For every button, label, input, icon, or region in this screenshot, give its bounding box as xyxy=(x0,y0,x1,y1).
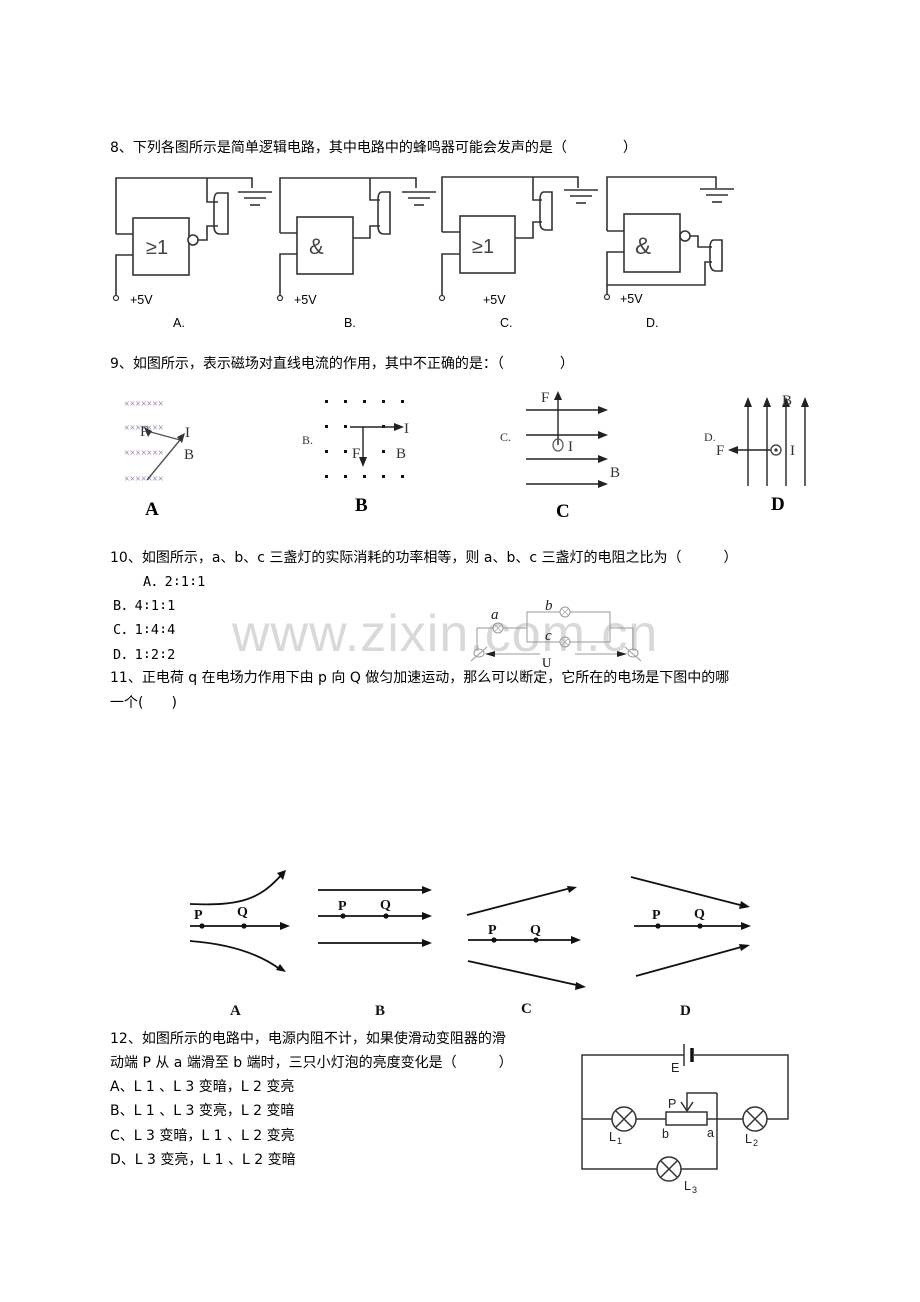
q10-option-a: A．2∶1∶1 xyxy=(143,574,206,590)
q8-b-gate: & xyxy=(309,234,324,259)
q12-rheostat-circuit: E P b a L 1 L 2 L 3 xyxy=(581,1044,789,1195)
q12-option-c: C、L 3 变暗，L 1 、L 2 变亮 xyxy=(110,1128,295,1144)
question-10-stem: 10、如图所示，a、b、c 三盏灯的实际消耗的功率相等，则 a、b、c 三盏灯的… xyxy=(110,550,738,566)
q9-d-field: B xyxy=(782,393,792,409)
q11-c-label: C xyxy=(521,1001,532,1017)
svg-text:×××××××: ××××××× xyxy=(124,474,163,485)
q9-d-prefix: D. xyxy=(704,430,716,444)
q10-lamp-a-label: a xyxy=(491,607,499,623)
q11-a-q: Q xyxy=(237,905,248,920)
svg-text:×××××××: ××××××× xyxy=(124,448,163,459)
q9-a-current: I xyxy=(185,425,190,441)
question-12-stem-line1: 12、如图所示的电路中，电源内阻不计，如果使滑动变阻器的滑 xyxy=(110,1031,506,1047)
q10-option-b: B．4∶1∶1 xyxy=(113,598,176,614)
q12-lamp1-label: L xyxy=(609,1130,616,1144)
q11-a-label: A xyxy=(230,1003,241,1019)
q10-option-c: C．1∶4∶4 xyxy=(113,622,176,638)
q12-lamp1-sub: 1 xyxy=(617,1136,622,1146)
q12-option-b: B、L 1 、L 3 变亮，L 2 变暗 xyxy=(110,1103,295,1119)
q10-lamp-circuit: a b c U xyxy=(470,598,642,670)
q9-c-force: F xyxy=(541,390,549,406)
q12-lamp3-label: L xyxy=(684,1179,691,1193)
q8-d-supply: +5V xyxy=(620,292,643,306)
watermark: www.zixin.com.cn xyxy=(232,605,659,663)
q12-option-a: A、L 1 、L 3 变暗，L 2 变亮 xyxy=(110,1079,295,1095)
q10-option-d: D．1∶2∶2 xyxy=(113,647,176,663)
q11-b-p: P xyxy=(338,899,347,914)
q9-b-current: I xyxy=(404,421,409,437)
question-12-stem-line2: 动端 P 从 a 端滑至 b 端时，三只小灯泡的亮度变化是（ ） xyxy=(110,1055,513,1071)
q9-a-force: F xyxy=(140,424,148,440)
q11-d-p: P xyxy=(652,908,661,923)
q8-a-supply: +5V xyxy=(130,293,153,307)
q8-d-gate: & xyxy=(635,233,651,260)
q9-d-label: D xyxy=(771,494,785,515)
q10-voltage-label: U xyxy=(542,655,552,670)
svg-text:×××××××: ××××××× xyxy=(124,423,163,434)
q10-lamp-c-label: c xyxy=(545,628,552,644)
question-9-stem: 9、如图所示，表示磁场对直线电流的作用，其中不正确的是：（ ） xyxy=(110,356,574,372)
q9-b-field: B xyxy=(396,446,406,462)
q9-d-current: I xyxy=(790,443,795,459)
q11-electric-field-figures: P Q P Q P Q P Q A B C D xyxy=(189,870,751,1019)
q9-b-label: B xyxy=(355,495,368,516)
q11-a-p: P xyxy=(194,908,203,923)
q9-d-force: F xyxy=(716,443,724,459)
q11-b-q: Q xyxy=(380,898,391,913)
q9-c-label: C xyxy=(556,501,570,522)
q9-c-current: I xyxy=(568,439,573,455)
q12-lamp2-sub: 2 xyxy=(753,1138,758,1148)
q9-c-prefix: C. xyxy=(500,430,511,444)
q9-magnetic-force-figures: ××××××× ××××××× ××××××× ××××××× F I B A … xyxy=(124,390,809,522)
q8-c-label: C. xyxy=(500,316,513,330)
q8-b-supply: +5V xyxy=(294,293,317,307)
q12-end-b-label: b xyxy=(662,1127,669,1141)
q8-a-label: A. xyxy=(173,316,185,330)
q12-source-label: E xyxy=(671,1061,679,1075)
q9-b-prefix: B. xyxy=(302,433,313,447)
q8-c-gate: ≥1 xyxy=(472,236,494,258)
q11-b-label: B xyxy=(375,1003,385,1019)
question-11-stem-line1: 11、正电荷 q 在电场力作用下由 p 向 Q 做匀加速运动，那么可以断定，它所… xyxy=(110,670,730,686)
q12-lamp2-label: L xyxy=(745,1132,752,1146)
q9-a-field: B xyxy=(184,447,194,463)
question-8-stem: 8、下列各图所示是简单逻辑电路，其中电路中的蜂鸣器可能会发声的是（ ） xyxy=(110,140,637,156)
q10-lamp-b-label: b xyxy=(545,598,553,614)
q12-slider-label: P xyxy=(668,1097,676,1111)
q8-b-label: B. xyxy=(344,316,356,330)
q8-d-label: D. xyxy=(646,316,659,330)
q12-end-a-label: a xyxy=(707,1126,714,1140)
q12-option-d: D、L 3 变亮，L 1 、L 2 变暗 xyxy=(110,1152,296,1168)
q9-b-force: F xyxy=(352,446,360,462)
q9-a-label: A xyxy=(145,499,159,520)
svg-text:×××××××: ××××××× xyxy=(124,399,163,410)
q8-a-gate: ≥1 xyxy=(146,237,168,259)
q12-lamp3-sub: 3 xyxy=(692,1185,697,1195)
q11-c-p: P xyxy=(488,923,497,938)
q9-c-field: B xyxy=(610,465,620,481)
q8-logic-circuits: ≥1 & ≥1 & +5V +5V +5V +5V A. B. C. D. xyxy=(112,176,734,330)
q8-c-supply: +5V xyxy=(483,293,506,307)
question-11-stem-line2: 一个( ) xyxy=(110,695,177,711)
q11-d-label: D xyxy=(680,1003,691,1019)
q11-c-q: Q xyxy=(530,923,541,938)
q11-d-q: Q xyxy=(694,907,705,922)
